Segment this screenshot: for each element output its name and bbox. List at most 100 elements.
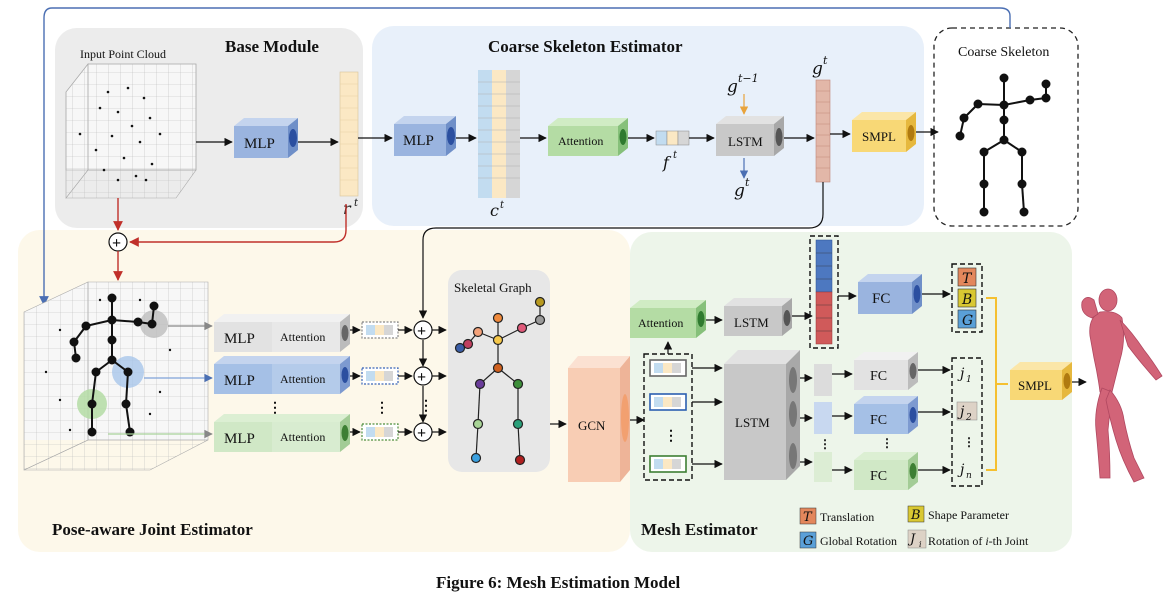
branch-gray-feature xyxy=(361,321,399,339)
global-feature-box xyxy=(809,235,839,349)
joint-out-dots: ⋮ xyxy=(819,437,831,451)
mesh-estimator-panel xyxy=(630,232,1072,552)
input-point-cloud-label: Input Point Cloud xyxy=(80,47,166,61)
coarse-lstm-block xyxy=(716,116,784,156)
skeletal-graph-figure xyxy=(454,296,546,466)
mesh-smpl-block xyxy=(1010,362,1072,400)
mesh-smpl-label: SMPL xyxy=(1018,378,1052,393)
coarse-skeleton-figure xyxy=(955,73,1051,217)
mesh-lstm-small-block xyxy=(724,298,792,336)
joint-feature-n xyxy=(649,455,687,473)
legend-J-subscript: i xyxy=(919,540,922,549)
fusion-plus-3-sign: + xyxy=(417,425,426,442)
coarse-estimator-title: Coarse Skeleton Estimator xyxy=(488,37,683,56)
fc-n-block xyxy=(854,452,918,490)
fc-global-label: FC xyxy=(872,291,890,307)
r-superscript: t xyxy=(354,198,359,209)
pose-aware-title: Pose-aware Joint Estimator xyxy=(52,520,253,539)
coarse-skeleton-title: Coarse Skeleton xyxy=(958,45,1049,60)
branch-dots-feature: ⋮ xyxy=(375,401,389,416)
g-out-superscript: t xyxy=(745,176,750,189)
g-prev-superscript: t−1 xyxy=(738,72,759,85)
feature-r-column xyxy=(339,71,359,197)
coarse-lstm-label: LSTM xyxy=(728,134,763,149)
f-superscript: t xyxy=(673,150,678,161)
branch-green-mlp-attention xyxy=(214,414,350,452)
feature-g-column xyxy=(815,79,831,183)
base-module-title: Base Module xyxy=(225,37,319,56)
input-point-cloud xyxy=(65,63,197,199)
branch-green-mlp-label: MLP xyxy=(224,431,255,447)
j2-subscript: 2 xyxy=(965,413,972,423)
figure-caption: Figure 6: Mesh Estimation Model xyxy=(436,573,681,592)
f-symbol: f xyxy=(662,153,672,172)
branch-green-attention-label: Attention xyxy=(280,430,325,444)
legend-shape: Shape Parameter xyxy=(928,508,1009,522)
coarse-mlp-block xyxy=(394,116,456,156)
joint-feature-1 xyxy=(649,359,687,377)
gcn-label: GCN xyxy=(578,418,606,433)
legend-J-symbol: J xyxy=(907,532,916,547)
feedback-line xyxy=(39,7,1011,306)
joint-feature-2 xyxy=(649,393,687,411)
c-symbol: c xyxy=(490,201,499,220)
legend-T-symbol: T xyxy=(803,510,813,525)
coarse-skeleton-box xyxy=(933,27,1079,227)
param-B-box xyxy=(957,288,977,308)
legend-T-box xyxy=(799,507,817,525)
base-mlp-label: MLP xyxy=(244,136,275,152)
feature-f-bar xyxy=(655,130,690,146)
param-G-box xyxy=(957,309,977,329)
output-bracket xyxy=(986,297,1008,471)
legend-rotation-prefix: Rotation of xyxy=(928,534,985,548)
arrow-g-to-pose xyxy=(418,182,824,319)
fc-n-label: FC xyxy=(870,469,887,484)
branch-gray-attention-label: Attention xyxy=(280,330,325,344)
legend-rotation-suffix: -th Joint xyxy=(989,534,1029,548)
j-dots: ⋮ xyxy=(963,435,975,449)
branch-blue-mlp-label: MLP xyxy=(224,373,255,389)
pose-point-cloud xyxy=(23,281,209,471)
mesh-lstm-small-label: LSTM xyxy=(734,315,769,330)
legend-rotation: Rotation of i-th Joint xyxy=(928,534,1029,548)
branch-green-feature xyxy=(361,423,399,441)
legend-G-symbol: G xyxy=(803,534,813,549)
skeletal-graph-title: Skeletal Graph xyxy=(454,280,532,295)
g-out-symbol: g xyxy=(734,181,745,201)
joint-rot-box xyxy=(951,357,983,487)
jn-symbol: j xyxy=(957,462,965,478)
joint-feature-dots: ⋮ xyxy=(664,429,678,444)
r-symbol: r xyxy=(343,199,352,218)
fc-1-label: FC xyxy=(870,369,887,384)
legend-translation: Translation xyxy=(820,510,874,524)
arrow-r-plus xyxy=(129,204,347,247)
joint-out-1 xyxy=(814,364,832,396)
jn-subscript: n xyxy=(966,471,972,481)
fc-dots: ⋮ xyxy=(881,436,893,450)
g-superscript: t xyxy=(823,54,828,67)
j2-symbol: j xyxy=(957,404,965,420)
fc-2-block xyxy=(854,396,918,434)
coarse-attention-label: Attention xyxy=(558,134,603,148)
branch-blue-mlp-attention xyxy=(214,356,350,394)
coarse-attention-block xyxy=(548,118,628,156)
j1-subscript: 1 xyxy=(966,375,972,385)
fusion-plus-top-sign: + xyxy=(112,235,121,252)
fc-1-block xyxy=(854,352,918,390)
legend-B-box xyxy=(907,505,925,523)
gcn-block xyxy=(568,356,630,482)
branch-dots-left: ⋮ xyxy=(268,401,282,416)
g-symbol: g xyxy=(812,59,823,79)
joint-out-2 xyxy=(814,402,832,434)
param-B: B xyxy=(961,292,972,308)
legend-B-symbol: B xyxy=(910,508,921,523)
param-T-box xyxy=(957,267,977,287)
mesh-estimator-title: Mesh Estimator xyxy=(641,520,758,539)
branch-blue-attention-label: Attention xyxy=(280,372,325,386)
branch-blue-feature xyxy=(361,367,399,385)
fc-2-label: FC xyxy=(870,413,887,428)
plus-dots: ⋮ xyxy=(419,399,433,414)
j1-symbol: j xyxy=(957,366,965,382)
j2-box xyxy=(956,401,978,421)
